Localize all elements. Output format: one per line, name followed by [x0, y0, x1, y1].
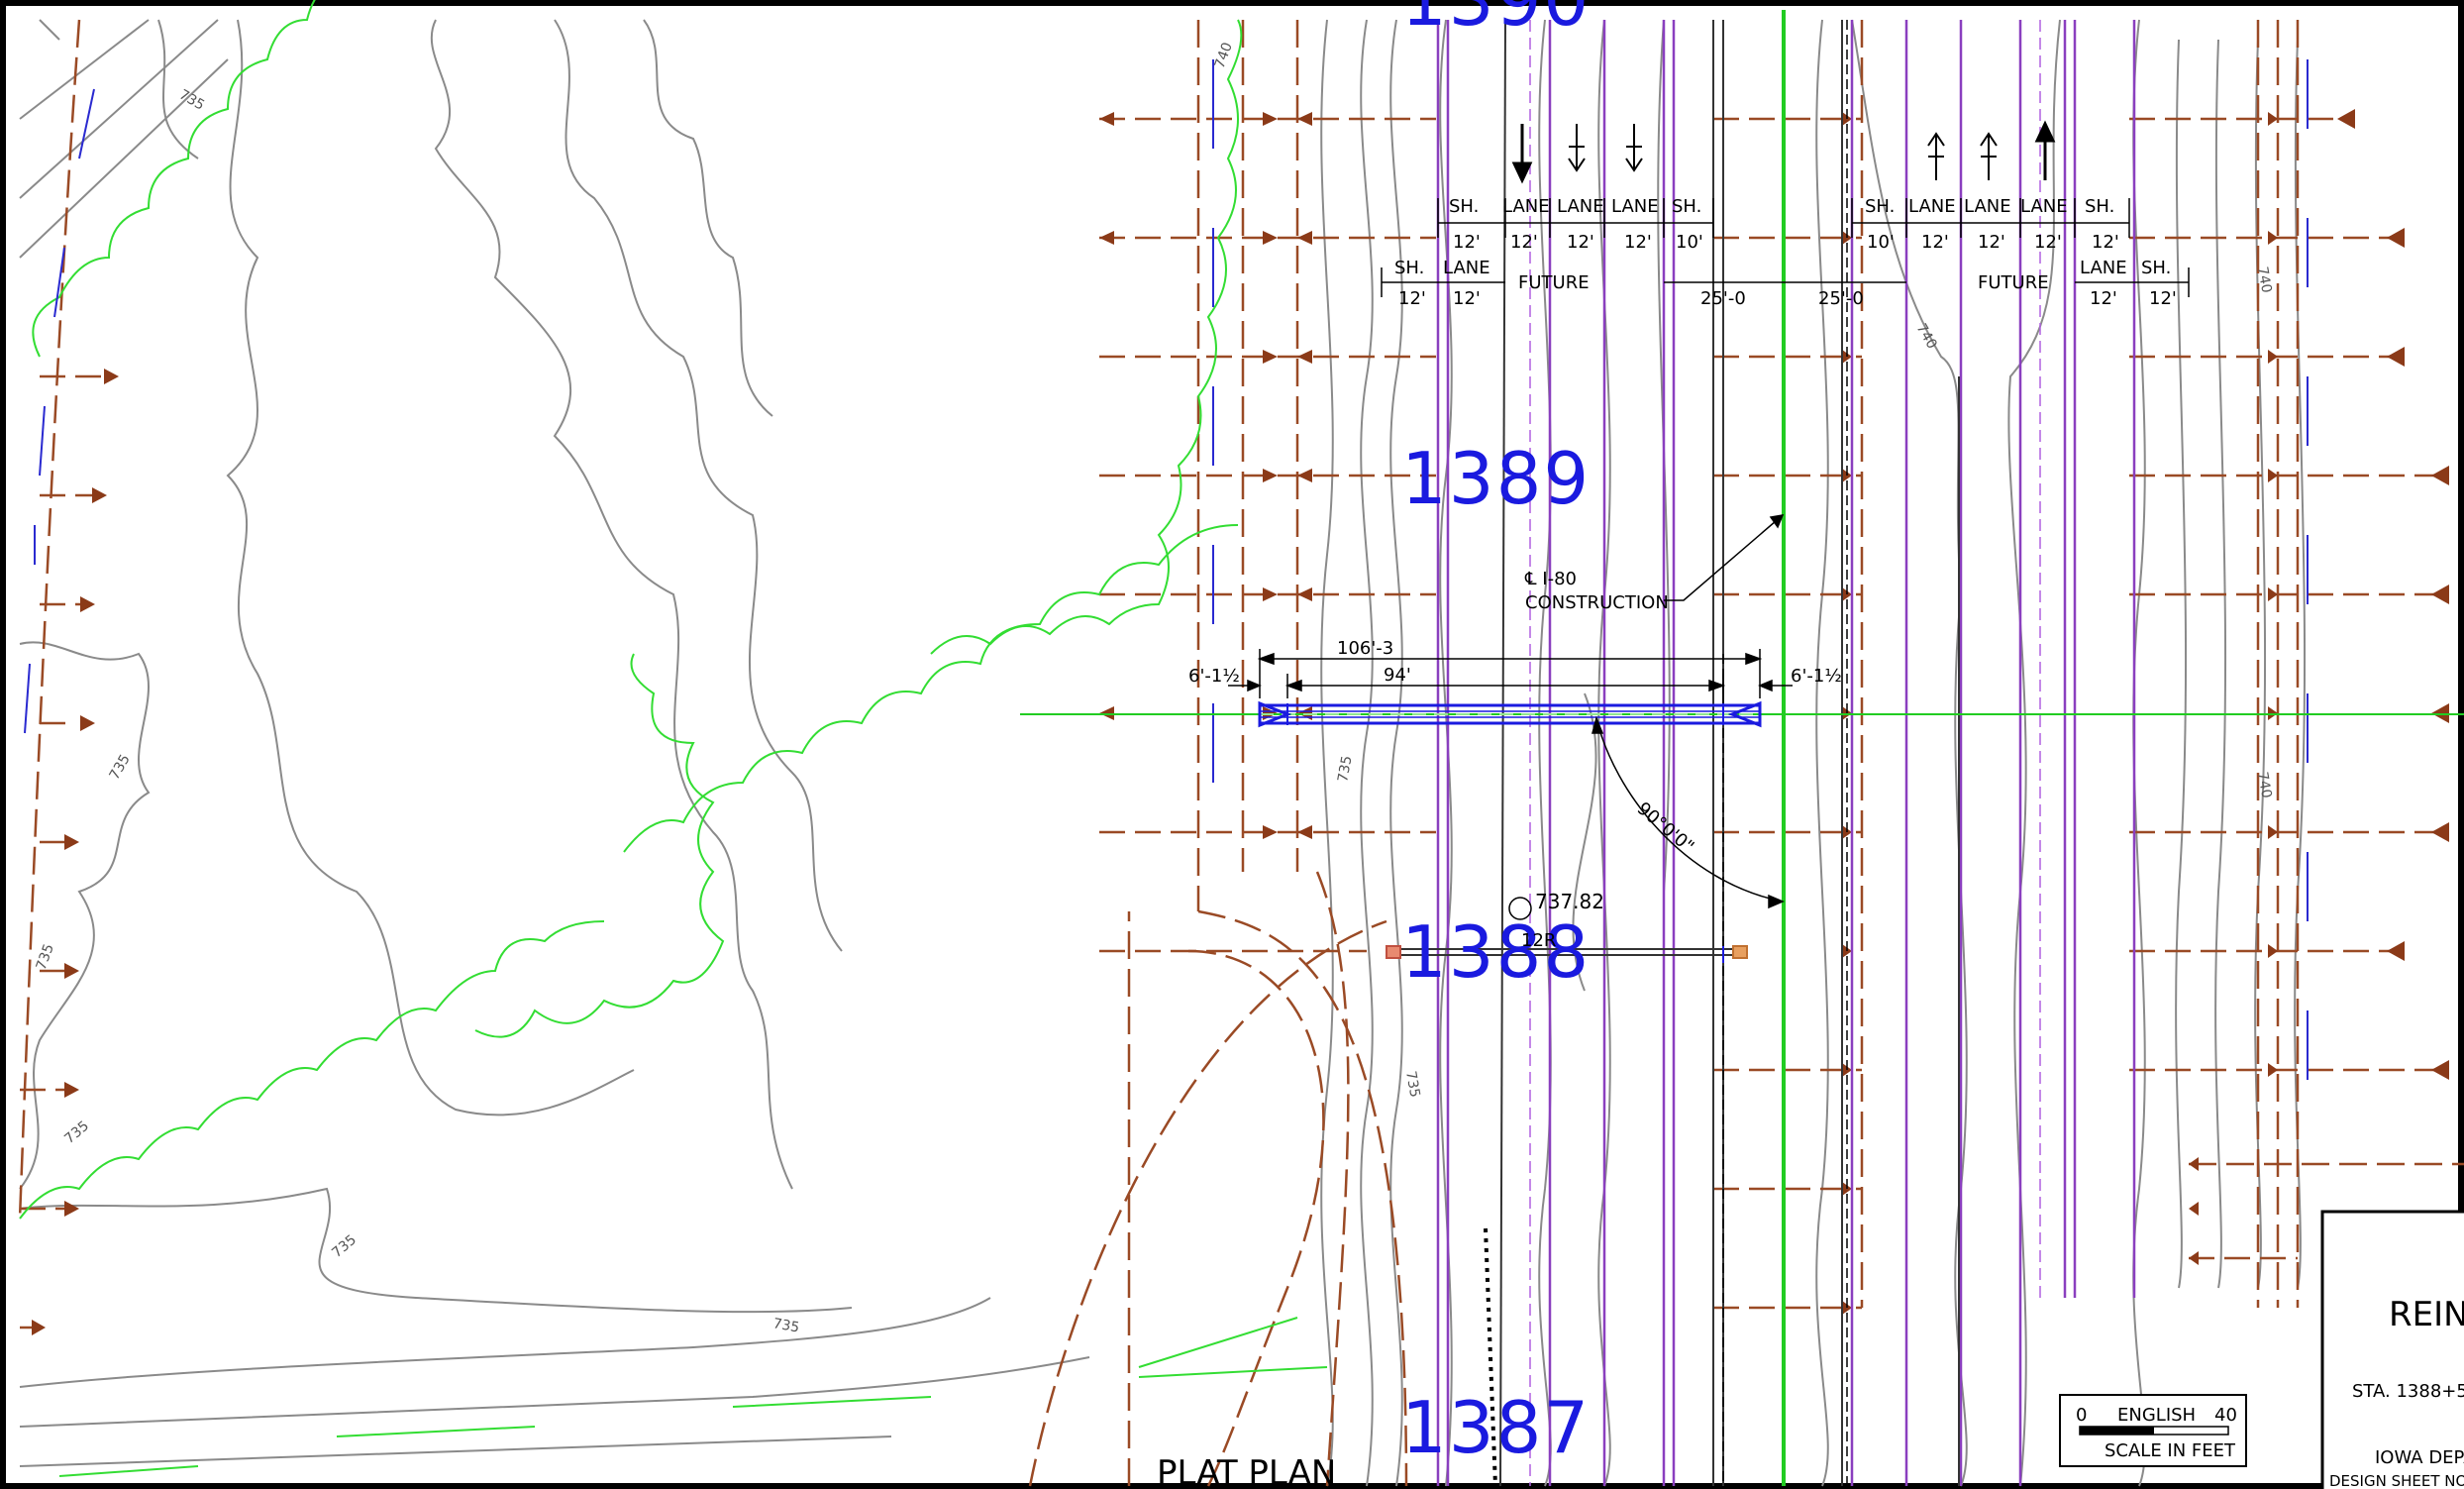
- lane-lines: [1436, 20, 2136, 1486]
- future-left-dim-1: 12': [1398, 288, 1426, 309]
- bridge-overall-length: 106'-3: [1337, 638, 1393, 659]
- flow-arrows: [24, 59, 2309, 1080]
- title-block: [2320, 1210, 2464, 1489]
- title-block-sheet: DESIGN SHEET NO: [2329, 1472, 2464, 1489]
- contour-label: 735: [107, 752, 134, 783]
- future-left-label-1: SH.: [1394, 258, 1424, 278]
- future-right-label-2: SH.: [2141, 258, 2171, 278]
- lane-arrows: [1511, 120, 2056, 184]
- contour-label: 735: [1335, 755, 1355, 784]
- contour-label: 740: [2254, 266, 2274, 294]
- median-dim-left: 25'-0: [1700, 288, 1746, 309]
- lane-labels-westbound: SH. LANE LANE LANE SH. 12' 12' 12' 12' 1…: [1449, 196, 1703, 253]
- future-left-text: FUTURE: [1518, 272, 1590, 293]
- contour-label: 735: [34, 942, 57, 973]
- eb-label-1: SH.: [1865, 196, 1895, 217]
- title-block-station: STA. 1388+5: [2352, 1381, 2464, 1402]
- eb-dim-4: 12': [2034, 232, 2062, 253]
- future-right-dim-2: 12': [2149, 288, 2177, 309]
- eb-label-3: LANE: [1964, 196, 2011, 217]
- contour-label: 740: [1212, 41, 1236, 71]
- centerline-note: ℄ I-80 CONSTRUCTION: [1524, 569, 1669, 613]
- wb-label-1: SH.: [1449, 196, 1479, 217]
- future-left-label-2: LANE: [1443, 258, 1490, 278]
- eb-label-5: SH.: [2085, 196, 2114, 217]
- row-lines: [18, 19, 2464, 1487]
- scale-unit: ENGLISH: [2117, 1405, 2196, 1426]
- wb-dim-4: 12': [1624, 232, 1652, 253]
- scale-start: 0: [2076, 1405, 2087, 1426]
- bridge-left-offset: 6'-1½: [1188, 666, 1240, 687]
- wb-dim-2: 12': [1510, 232, 1538, 253]
- existing-bridge: [1386, 945, 1748, 963]
- station-1390: 1390: [1401, 0, 1591, 42]
- future-right-text: FUTURE: [1978, 272, 2049, 293]
- eb-label-4: LANE: [2020, 196, 2068, 217]
- contour-label: 735: [1402, 1070, 1422, 1099]
- elevation-code: 12R: [1521, 930, 1556, 951]
- eb-dim-1: 10': [1867, 232, 1895, 253]
- lane-dimensions: [1381, 198, 2190, 297]
- title-block-title: REIN: [2389, 1295, 2464, 1334]
- wb-dim-1: 12': [1453, 232, 1481, 253]
- station-1389: 1389: [1401, 437, 1591, 520]
- tree-line: [19, 0, 1328, 1477]
- lane-labels-eastbound: SH. LANE LANE LANE SH. 10' 12' 12' 12' 1…: [1865, 196, 2119, 253]
- elevation-text: 737.82 12R: [1521, 890, 1604, 951]
- centerline-note-line-2: CONSTRUCTION: [1525, 592, 1669, 613]
- future-left-dim-2: 12': [1453, 288, 1481, 309]
- station-labels: 1390 1389 1388 1387: [1401, 0, 1591, 1469]
- contour-label: 735: [329, 1232, 359, 1261]
- wb-label-5: SH.: [1672, 196, 1701, 217]
- contour-label: 735: [176, 87, 207, 114]
- scale-bar: [2059, 1394, 2247, 1467]
- eb-dim-5: 12': [2092, 232, 2119, 253]
- future-lanes-left: SH. LANE 12' 12' FUTURE: [1394, 258, 1590, 309]
- title-block-agency: IOWA DEPA: [2375, 1447, 2464, 1468]
- plat-plan-title: PLAT PLAN: [1157, 1453, 1336, 1489]
- dark-lane-lines: [1499, 19, 1960, 1487]
- wb-dim-3: 12': [1567, 232, 1594, 253]
- eb-label-2: LANE: [1908, 196, 1956, 217]
- title-block-text: REIN STA. 1388+5 IOWA DEPA DESIGN SHEET …: [2329, 1295, 2464, 1489]
- skew-angle-arc: [1591, 715, 1785, 909]
- station-1387: 1387: [1401, 1386, 1591, 1469]
- contour-label: 740: [2254, 771, 2274, 799]
- tick-arrowheads: [32, 109, 2449, 1335]
- centerline-dashed: [1529, 20, 2041, 1486]
- median-dim-right: 25'-0: [1818, 288, 1864, 309]
- scale-end: 40: [2214, 1405, 2237, 1426]
- wb-dim-5: 10': [1676, 232, 1703, 253]
- future-right-dim-1: 12': [2090, 288, 2117, 309]
- eb-dim-3: 12': [1978, 232, 2005, 253]
- elevation-value: 737.82: [1535, 890, 1604, 913]
- wb-label-4: LANE: [1611, 196, 1659, 217]
- elevation-point-marker: [1508, 897, 1532, 920]
- bridge-dimensions: [1228, 649, 1793, 698]
- future-lanes-right: FUTURE LANE SH. 12' 12': [1978, 258, 2177, 309]
- median-dimensions: 25'-0 25'-0: [1700, 288, 1864, 309]
- scale-bar-text: 0 ENGLISH 40 SCALE IN FEET: [2076, 1405, 2237, 1461]
- future-right-label-1: LANE: [2080, 258, 2127, 278]
- fence-lines: [1484, 20, 1848, 1487]
- contour-label: 735: [771, 1316, 800, 1335]
- wb-label-2: LANE: [1502, 196, 1550, 217]
- bridge-span-length: 94': [1384, 665, 1411, 686]
- eb-dim-2: 12': [1921, 232, 1949, 253]
- contour-label: 735: [61, 1118, 92, 1147]
- centerline-leader: [1664, 514, 1785, 601]
- wb-label-3: LANE: [1557, 196, 1604, 217]
- scale-caption: SCALE IN FEET: [2105, 1440, 2236, 1461]
- bridge-dimension-text: 106'-3 94' 6'-1½ 6'-1½ 90°0'0": [1188, 638, 1842, 858]
- bridge-structure: [1258, 700, 1762, 728]
- centerline-note-line-1: ℄ I-80: [1524, 569, 1577, 589]
- bridge-right-offset: 6'-1½: [1791, 666, 1842, 687]
- station-1388: 1388: [1401, 910, 1591, 994]
